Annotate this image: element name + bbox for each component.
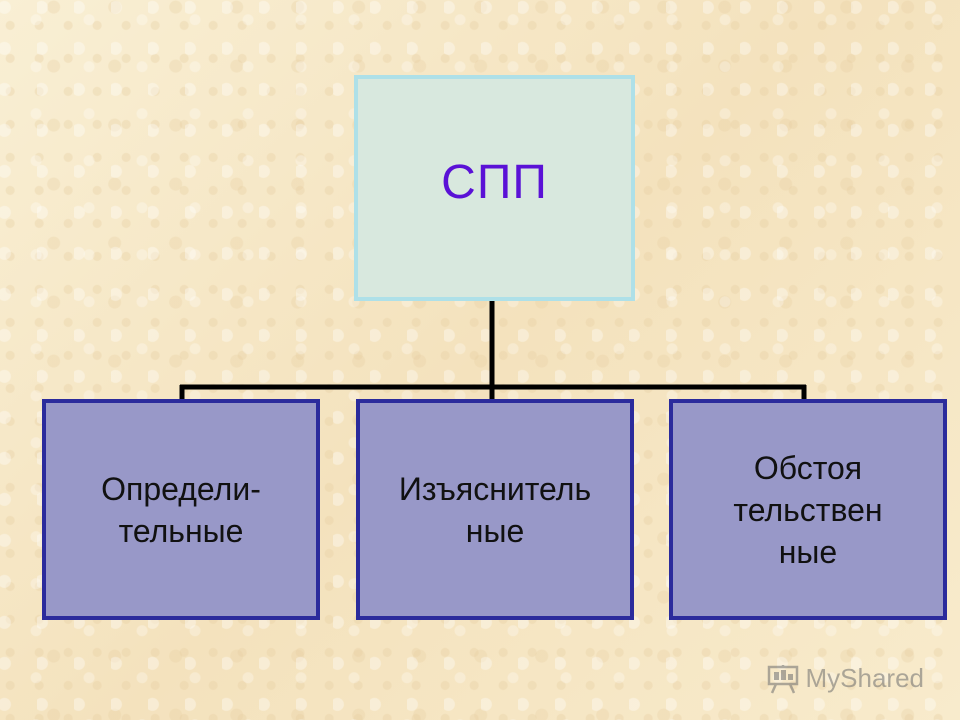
watermark-text: MyShared (805, 663, 925, 693)
root-node-label: СПП (441, 155, 548, 209)
child-node-label: Изъяснитель ные (398, 470, 592, 549)
root-node: СПП (354, 75, 635, 301)
child-node-label: Обстоя тельствен ные (733, 449, 883, 570)
child-node-explanatory: Изъяснитель ные (356, 399, 634, 620)
child-node-adverbial: Обстоя тельствен ные (669, 399, 947, 620)
presentation-board-icon (767, 664, 798, 694)
watermark-logo: MyShared (766, 663, 925, 694)
child-node-label: Определи- тельные (101, 470, 261, 549)
child-node-attributive: Определи- тельные (42, 399, 320, 620)
